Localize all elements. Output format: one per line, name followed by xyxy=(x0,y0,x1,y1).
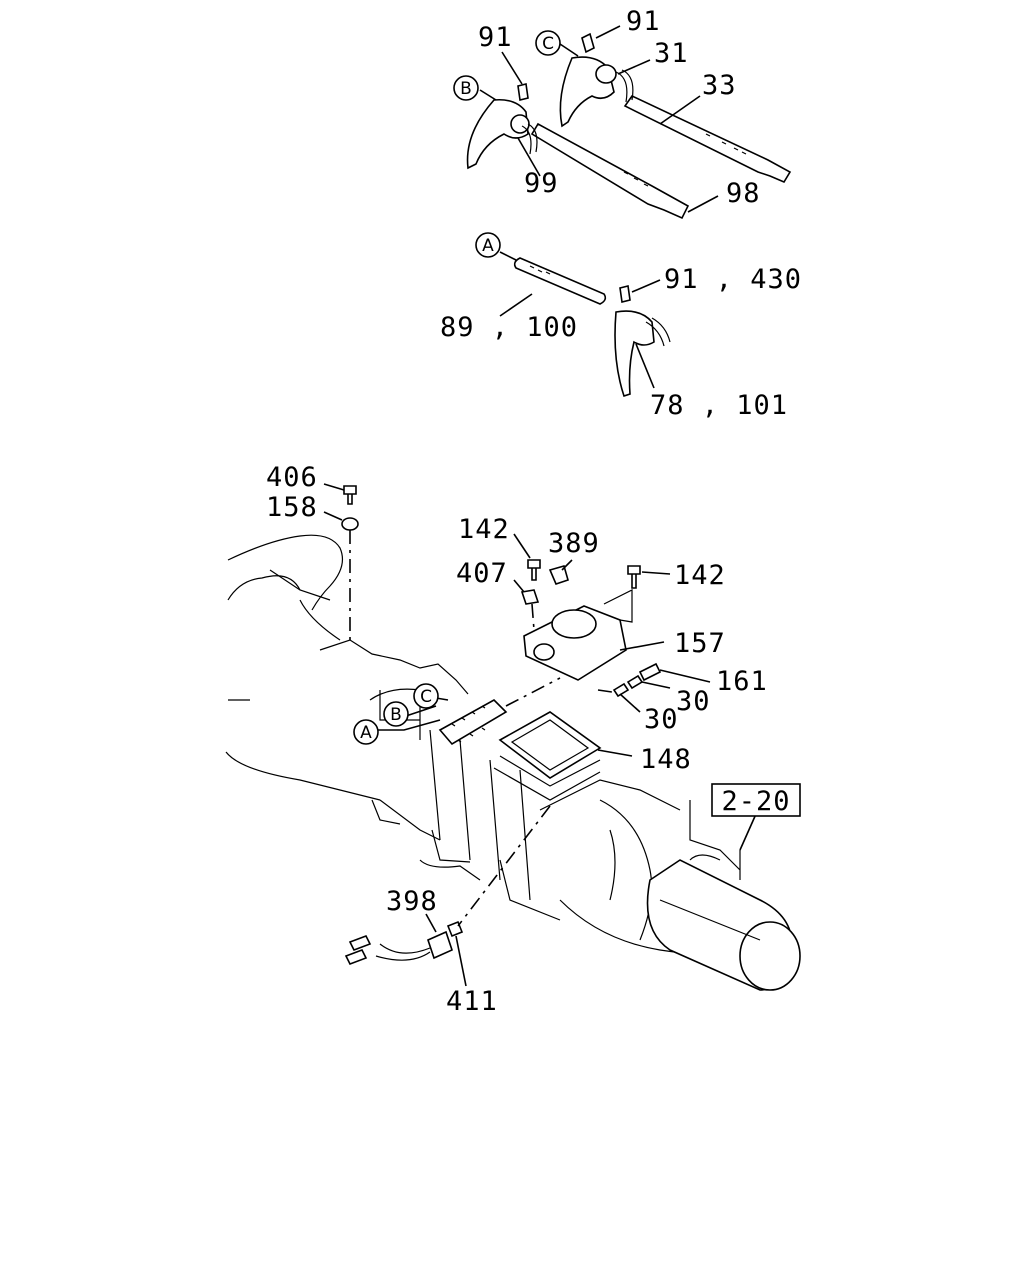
callout-148: 148 xyxy=(640,744,692,775)
fork-c-boss xyxy=(595,64,617,84)
callout-406: 406 xyxy=(266,462,318,493)
callout-407: 407 xyxy=(456,558,508,589)
output-shaft-end xyxy=(739,921,801,991)
callout-31: 31 xyxy=(654,38,689,69)
pin-91-430 xyxy=(619,285,631,303)
svg-text:B: B xyxy=(390,705,402,725)
callout-30-b: 30 xyxy=(644,704,679,735)
circled-letter-c-top: C xyxy=(535,30,561,56)
shift-rail-cover-plate xyxy=(438,699,508,746)
svg-text:A: A xyxy=(360,723,372,743)
circled-letter-b-top: B xyxy=(453,75,479,101)
shift-fork-b xyxy=(466,98,529,170)
reference-box-2-20[interactable]: 2-20 xyxy=(711,783,801,817)
svg-text:C: C xyxy=(542,34,554,54)
shift-cover-boss xyxy=(533,643,555,661)
clip-407 xyxy=(520,589,540,605)
callout-158: 158 xyxy=(266,492,318,523)
callout-389: 389 xyxy=(548,528,600,559)
bolt-142-left xyxy=(527,559,541,581)
washer-158 xyxy=(341,517,359,531)
callout-89-100: 89 , 100 xyxy=(440,312,578,343)
plug-161 xyxy=(638,662,662,682)
svg-text:C: C xyxy=(420,687,432,707)
callout-161: 161 xyxy=(716,666,768,697)
callout-142-left: 142 xyxy=(458,514,510,545)
shift-fork-rail-group-top: C B 91 91 31 33 99 98 xyxy=(453,6,792,220)
svg-text:A: A xyxy=(482,236,494,256)
shift-rail-89 xyxy=(513,257,607,305)
shift-rail-33 xyxy=(623,94,792,184)
circled-letter-a-bottom: A xyxy=(353,719,379,745)
bolt-406 xyxy=(343,485,357,505)
bolt-142-right xyxy=(627,565,641,589)
neutral-switch-398 xyxy=(427,930,453,960)
callout-142-right: 142 xyxy=(674,560,726,591)
callout-91-430: 91 , 430 xyxy=(664,264,802,295)
callout-98: 98 xyxy=(726,178,761,209)
svg-text:B: B xyxy=(460,79,472,99)
fork-b-boss xyxy=(510,114,530,134)
callout-411: 411 xyxy=(446,986,498,1017)
callout-99: 99 xyxy=(524,168,559,199)
shift-rail-98 xyxy=(530,122,690,220)
callout-33: 33 xyxy=(702,70,737,101)
reference-label: 2-20 xyxy=(721,786,790,817)
callout-91-top: 91 xyxy=(626,6,661,37)
callout-398: 398 xyxy=(386,886,438,917)
callout-78-101: 78 , 101 xyxy=(650,390,788,421)
callout-30-a: 30 xyxy=(676,686,711,717)
transmission-case-group: A B C xyxy=(225,462,801,1017)
callout-157: 157 xyxy=(674,628,726,659)
shift-fork-78 xyxy=(614,310,655,398)
pin-91-top xyxy=(581,32,595,54)
shift-cover-opening xyxy=(551,609,597,639)
transmission-case-outline xyxy=(225,534,761,961)
shift-fork-rail-group-a: A 91 , 430 89 , 100 78 , 101 xyxy=(440,232,802,421)
circled-letter-a-top: A xyxy=(475,232,501,258)
circled-letter-c-bottom: C xyxy=(413,683,439,709)
pin-91-left xyxy=(517,83,529,101)
spring-30-b xyxy=(626,674,644,690)
shift-cover-157 xyxy=(523,605,627,681)
circled-letter-b-bottom: B xyxy=(383,701,409,727)
callout-91-left: 91 xyxy=(478,22,513,53)
plug-389 xyxy=(548,565,569,585)
spring-30-a xyxy=(612,682,630,698)
gasket-148 xyxy=(498,711,602,779)
